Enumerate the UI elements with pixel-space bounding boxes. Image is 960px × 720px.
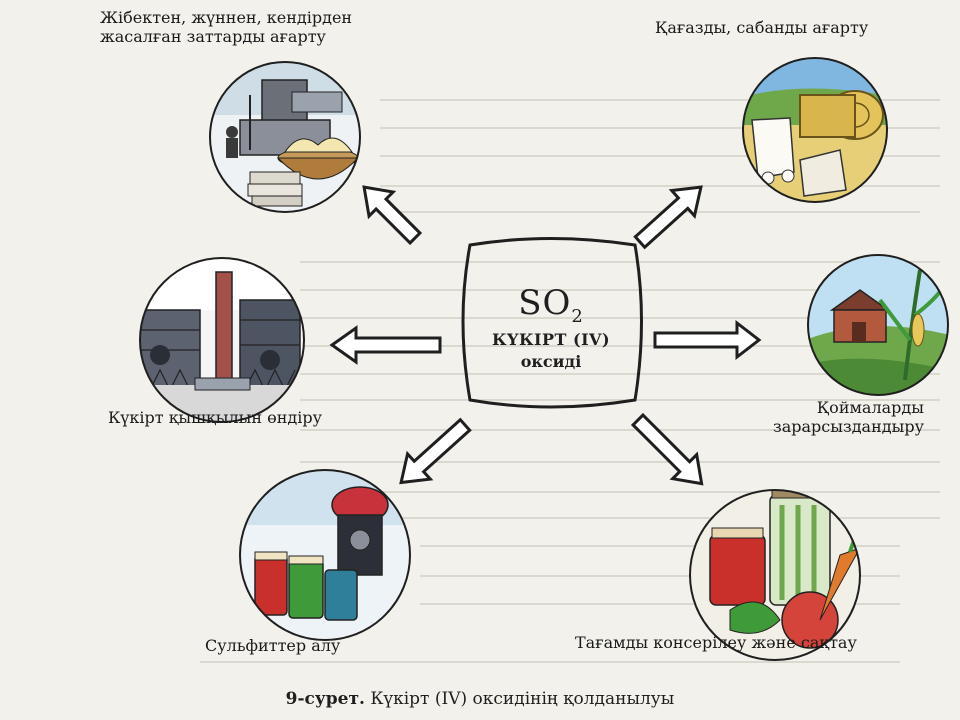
paper-hay-illustration [742, 57, 888, 203]
so2-formula: SO2 [451, 283, 651, 327]
sulfite-jars-illustration [239, 469, 411, 641]
figure-caption: 9-сурет. Күкірт (IV) оксидінің қолданылу… [0, 689, 960, 709]
label-sulfites: Сульфиттер алу [205, 636, 341, 655]
formula-main: SO [518, 283, 572, 323]
center-box [461, 237, 643, 409]
arrow-to-factory [329, 325, 442, 365]
label-storage-line1: Қоймаларды [816, 398, 924, 417]
arrow-to-sulfite [399, 417, 472, 485]
formula-subscript: 2 [571, 305, 584, 327]
barn-farm-illustration [807, 254, 949, 396]
label-sulfuric-acid: Күкірт қышқылын өндіру [108, 408, 323, 427]
arrow-to-barn [653, 319, 762, 361]
compound-name-line1: КҮКІРТ (IV) [491, 330, 611, 349]
compound-name-line2: оксиді [520, 352, 582, 371]
arrow-to-paper [633, 185, 703, 250]
label-textile-line1: Жібектен, жүннен, кендірден [100, 8, 353, 27]
label-paper-bleaching: Қағазды, сабанды ағарту [655, 18, 869, 37]
label-storage-disinfection: Қоймаларды зарарсыздандыру [773, 398, 924, 436]
factory-illustration [139, 257, 305, 423]
figure-caption-text: Күкірт (IV) оксидінің қолданылуы [364, 689, 675, 709]
label-storage-line2: зарарсыздандыру [772, 417, 924, 436]
arrow-to-canning [630, 412, 704, 486]
figure-number: 9-сурет. [285, 689, 365, 709]
canned-food-illustration [689, 489, 861, 661]
label-textile-line2: жасалған заттарды ағарту [100, 27, 326, 46]
label-food-canning: Тағамды консерілеу және сақтау [575, 633, 857, 652]
label-textile-bleaching: Жібектен, жүннен, кендірден жасалған зат… [100, 8, 352, 46]
arrow-to-textile [362, 185, 423, 246]
textile-bleaching-illustration [209, 61, 361, 213]
